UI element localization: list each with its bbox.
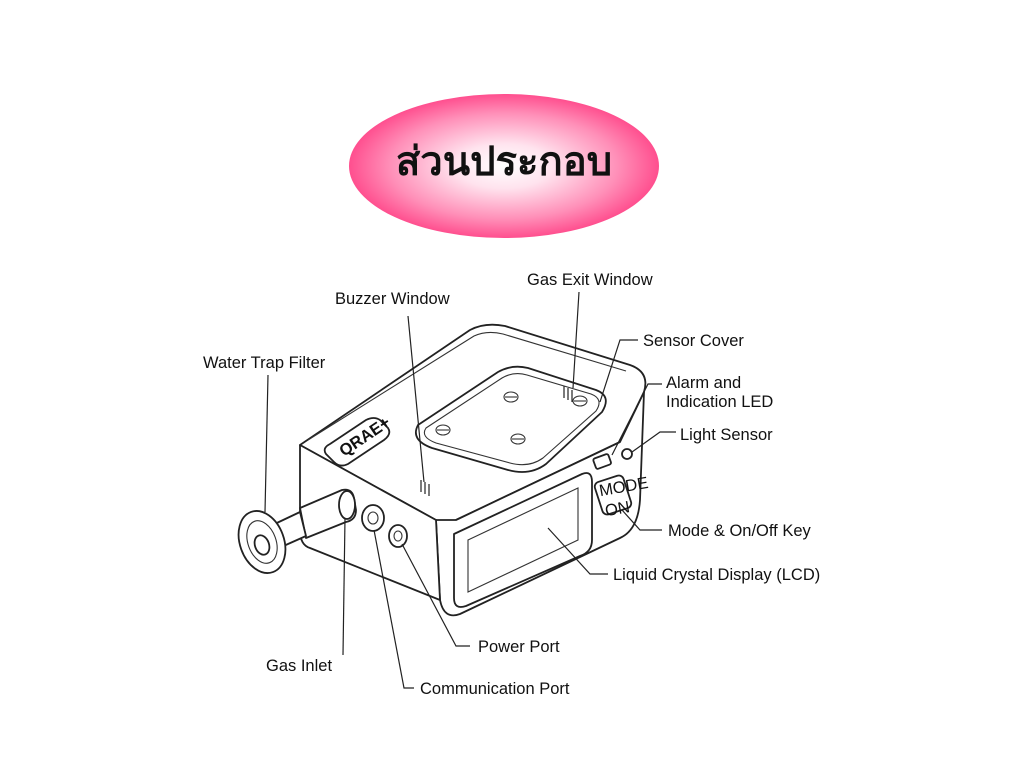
water-trap-filter bbox=[237, 510, 307, 574]
label-alarm-led-line1: Alarm and bbox=[666, 374, 741, 392]
title-oval: ส่วนประกอบ bbox=[349, 94, 659, 238]
communication-port bbox=[361, 504, 385, 532]
gas-exit-vent-icon bbox=[563, 386, 573, 402]
screws bbox=[435, 391, 588, 445]
buzzer-vent-icon bbox=[420, 480, 430, 496]
lcd-screen bbox=[467, 487, 579, 593]
sensor-cover-plate bbox=[414, 365, 607, 473]
device-top-edge bbox=[307, 331, 627, 441]
light-sensor bbox=[621, 448, 633, 460]
mode-key bbox=[593, 474, 633, 516]
label-gas-inlet: Gas Inlet bbox=[266, 657, 332, 675]
label-mode-key: Mode & On/Off Key bbox=[668, 522, 812, 540]
label-buzzer-window: Buzzer Window bbox=[335, 290, 450, 308]
label-water-trap-filter: Water Trap Filter bbox=[203, 354, 326, 372]
screw-icon bbox=[435, 424, 451, 436]
alarm-led bbox=[592, 453, 612, 470]
label-lcd: Liquid Crystal Display (LCD) bbox=[613, 566, 820, 584]
label-sensor-cover: Sensor Cover bbox=[643, 332, 744, 350]
lcd-window bbox=[453, 472, 593, 608]
screw-icon bbox=[572, 395, 588, 407]
page-title: ส่วนประกอบ bbox=[395, 139, 613, 185]
power-port bbox=[388, 524, 408, 548]
brand-plate bbox=[323, 417, 391, 467]
label-power-port: Power Port bbox=[478, 638, 560, 656]
leader-lines bbox=[264, 291, 676, 689]
label-light-sensor: Light Sensor bbox=[680, 426, 773, 444]
on-key-label: ON bbox=[604, 498, 631, 520]
sensor-cover-inner bbox=[423, 372, 600, 466]
screw-icon bbox=[503, 391, 519, 403]
label-alarm-led-line2: Indication LED bbox=[666, 393, 773, 411]
label-communication-port: Communication Port bbox=[420, 680, 570, 698]
gas-inlet-tube bbox=[299, 488, 357, 539]
label-gas-exit-window: Gas Exit Window bbox=[527, 271, 653, 289]
screw-icon bbox=[510, 433, 526, 445]
